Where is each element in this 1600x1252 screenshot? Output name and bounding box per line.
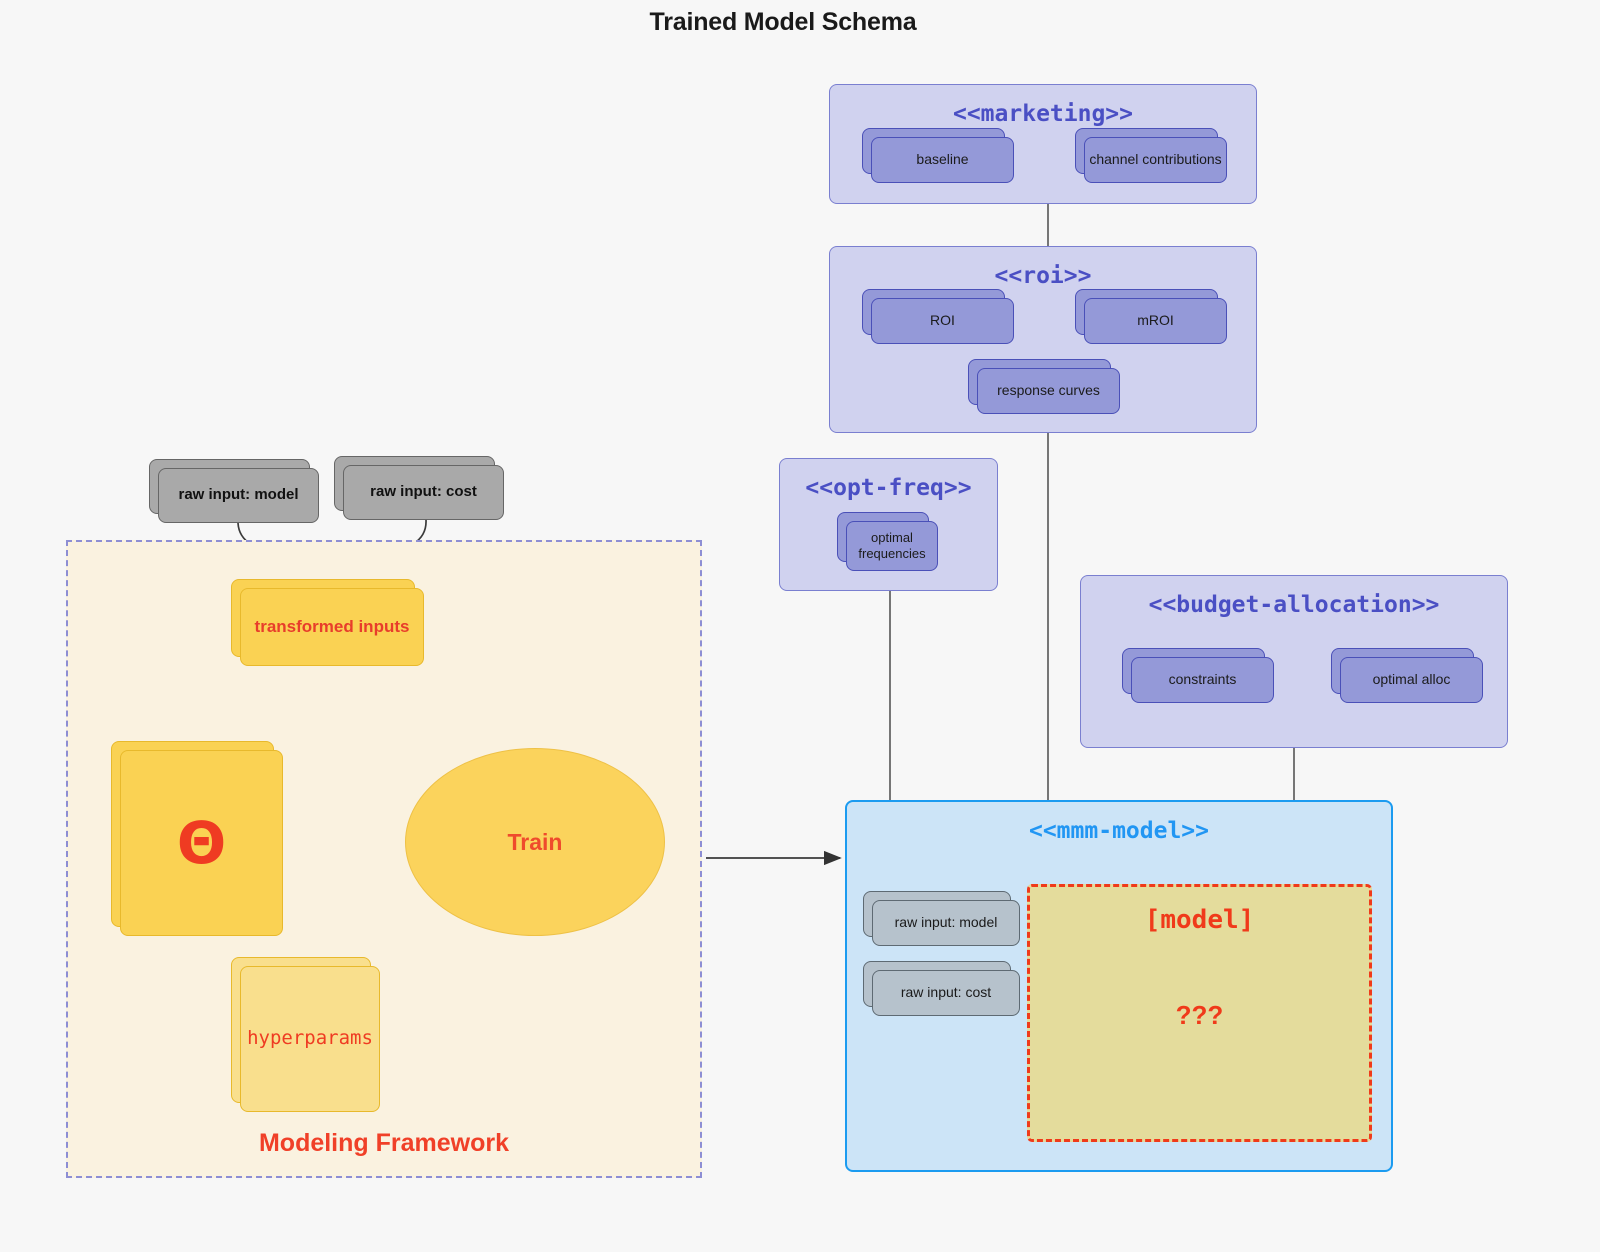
node-optimal-alloc[interactable]: optimal alloc xyxy=(1331,648,1483,703)
theta-glyph: Θ xyxy=(176,809,227,877)
node-baseline[interactable]: baseline xyxy=(862,128,1014,183)
node-constraints[interactable]: constraints xyxy=(1122,648,1274,703)
model-placeholder-box[interactable]: [model] ??? xyxy=(1027,884,1372,1142)
hyperparams-label: hyperparams xyxy=(240,966,380,1112)
raw-input-model-label: raw input: model xyxy=(158,468,319,523)
transformed-inputs-label: transformed inputs xyxy=(240,588,424,666)
mmm-raw-input-model-card[interactable]: raw input: model xyxy=(863,891,1020,946)
package-mmm-model-title: <<mmm-model>> xyxy=(1028,818,1209,844)
hyperparams-card[interactable]: hyperparams xyxy=(231,957,380,1112)
theta-card[interactable]: Θ xyxy=(111,741,283,936)
node-channel-contributions-label: channel contributions xyxy=(1084,137,1227,183)
package-roi-title: <<roi>> xyxy=(994,263,1092,289)
mmm-raw-input-cost-label: raw input: cost xyxy=(872,970,1020,1016)
modeling-framework-label: Modeling Framework xyxy=(258,1129,510,1157)
node-roi[interactable]: ROI xyxy=(862,289,1014,344)
model-placeholder-label: [model] xyxy=(1144,905,1255,935)
model-placeholder-unknown: ??? xyxy=(1175,1000,1224,1030)
transformed-inputs-card[interactable]: transformed inputs xyxy=(231,579,424,666)
package-opt-freq-title: <<opt-freq>> xyxy=(805,475,972,501)
node-optimal-frequencies[interactable]: optimal frequencies xyxy=(837,512,938,571)
node-optimal-frequencies-label: optimal frequencies xyxy=(846,521,938,571)
package-mmm-model[interactable]: <<mmm-model>> raw input: model raw input… xyxy=(845,800,1393,1172)
package-budget-allocation-title: <<budget-allocation>> xyxy=(1148,592,1440,618)
node-roi-label: ROI xyxy=(871,298,1014,344)
node-channel-contributions[interactable]: channel contributions xyxy=(1075,128,1227,183)
mmm-raw-input-model-label: raw input: model xyxy=(872,900,1020,946)
theta-sheet: Θ xyxy=(120,750,283,936)
mmm-raw-input-cost-card[interactable]: raw input: cost xyxy=(863,961,1020,1016)
node-optimal-alloc-label: optimal alloc xyxy=(1340,657,1483,703)
raw-input-cost-label: raw input: cost xyxy=(343,465,504,520)
node-mroi-label: mROI xyxy=(1084,298,1227,344)
node-constraints-label: constraints xyxy=(1131,657,1274,703)
package-marketing-title: <<marketing>> xyxy=(952,101,1133,127)
train-ellipse[interactable]: Train xyxy=(405,748,665,936)
page-title: Trained Model Schema xyxy=(649,8,917,36)
node-response-curves[interactable]: response curves xyxy=(968,359,1120,414)
node-mroi[interactable]: mROI xyxy=(1075,289,1227,344)
raw-input-cost-card[interactable]: raw input: cost xyxy=(334,456,504,520)
node-baseline-label: baseline xyxy=(871,137,1014,183)
raw-input-model-card[interactable]: raw input: model xyxy=(149,459,319,523)
node-response-curves-label: response curves xyxy=(977,368,1120,414)
optimal-frequencies-line2: frequencies xyxy=(858,546,926,561)
optimal-frequencies-line1: optimal xyxy=(871,530,913,546)
